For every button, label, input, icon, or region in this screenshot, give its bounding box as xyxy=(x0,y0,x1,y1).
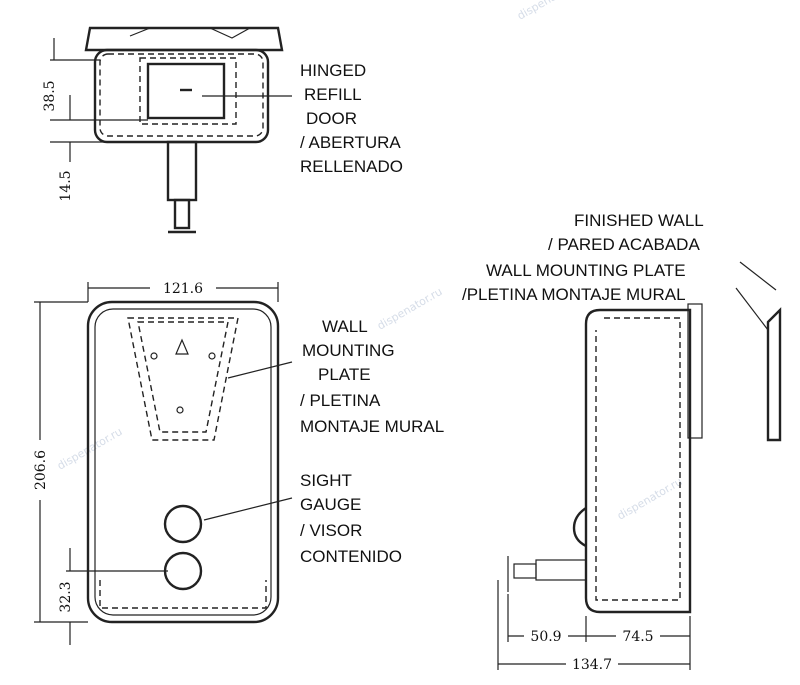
push-button xyxy=(163,551,203,591)
label-line: / VISOR xyxy=(300,521,362,540)
top-nozzle-tip xyxy=(173,198,191,230)
side-body xyxy=(584,308,692,614)
label-line: DOOR xyxy=(306,109,357,128)
label-wall-plate-side: WALL MOUNTING PLATE /PLETINA MONTAJE MUR… xyxy=(462,261,686,304)
side-nozzle-tip xyxy=(513,563,537,579)
label-line: / PARED ACABADA xyxy=(548,235,700,254)
watermark-text: dispenator.ru xyxy=(55,425,125,473)
dim-height: 206.6 xyxy=(33,450,49,490)
label-line: WALL xyxy=(322,317,368,336)
side-nozzle xyxy=(535,559,587,581)
label-wall-plate-front: WALL MOUNTING PLATE / PLETINA MONTAJE MU… xyxy=(300,317,444,436)
mounting-plate-inner xyxy=(137,321,229,433)
label-line: SIGHT xyxy=(300,471,352,490)
label-line: / ABERTURA xyxy=(300,133,401,152)
refill-door xyxy=(146,62,226,120)
side-view: 50.9 74.5 134.7 xyxy=(497,261,782,673)
watermark-text: dispenator.ru xyxy=(515,0,585,23)
refill-door-outline xyxy=(139,57,237,125)
top-nozzle-body xyxy=(166,140,198,202)
label-line: HINGED xyxy=(300,61,366,80)
leader-sight-gauge xyxy=(203,497,293,521)
label-line: CONTENIDO xyxy=(300,547,402,566)
top-body-inner xyxy=(99,53,264,137)
mounting-plate-hole-top xyxy=(175,338,189,355)
leader-wall-plate-side xyxy=(735,287,769,331)
label-line: MOUNTING xyxy=(302,341,395,360)
mounting-plate-hole xyxy=(150,352,158,360)
label-line: MONTAJE MURAL xyxy=(300,417,444,436)
front-body-inner xyxy=(94,308,272,616)
top-view: 38.5 14.5 xyxy=(42,26,292,234)
dim-label-bg xyxy=(524,626,568,644)
dim-depth: 74.5 xyxy=(622,629,653,645)
label-line: REFILL xyxy=(304,85,362,104)
label-line: / PLETINA xyxy=(300,391,381,410)
label-line: /PLETINA MONTAJE MURAL xyxy=(462,285,686,304)
label-line: PLATE xyxy=(318,365,371,384)
dim-door-offset: 38.5 xyxy=(42,80,58,111)
label-finished-wall: FINISHED WALL / PARED ACABADA xyxy=(548,211,704,254)
label-line: FINISHED WALL xyxy=(574,211,704,230)
sight-gauge xyxy=(163,504,203,544)
dim-width: 121.6 xyxy=(163,281,203,297)
side-mounting-plate xyxy=(687,303,703,439)
label-line: GAUGE xyxy=(300,495,361,514)
watermark-text: dispenator.ru xyxy=(375,285,445,333)
front-body xyxy=(86,300,280,624)
label-refill-door: HINGED REFILL DOOR / ABERTURA RELLENADO xyxy=(300,61,403,176)
side-body-inner xyxy=(595,317,681,601)
watermark-text: dispenator.ru xyxy=(615,475,685,523)
dim-label-bg xyxy=(150,278,216,296)
dim-gauge-offset: 32.3 xyxy=(58,581,74,612)
label-line: RELLENADO xyxy=(300,157,403,176)
dim-label-bg xyxy=(566,654,618,672)
top-lid xyxy=(84,26,284,52)
dim-nozzle-length: 50.9 xyxy=(530,629,561,645)
front-bottom-inner xyxy=(99,580,267,609)
label-sight-gauge: SIGHT GAUGE / VISOR CONTENIDO xyxy=(300,471,402,566)
top-lid-detail xyxy=(129,27,251,39)
mounting-plate-hole xyxy=(208,352,216,360)
front-view: 121.6 206.6 32.3 xyxy=(31,278,293,645)
leader-mounting-plate xyxy=(227,361,293,379)
dim-total-depth: 134.7 xyxy=(572,657,612,673)
side-sight-gauge xyxy=(572,507,587,548)
leader-finished-wall xyxy=(739,261,777,291)
mounting-plate-hole xyxy=(176,406,184,414)
dim-label-bg xyxy=(616,626,660,644)
mounting-plate-outline xyxy=(127,317,239,441)
dim-label-bg xyxy=(31,440,49,500)
finished-wall xyxy=(766,307,782,442)
dim-nozzle-offset: 14.5 xyxy=(58,170,74,201)
label-line: WALL MOUNTING PLATE xyxy=(486,261,686,280)
